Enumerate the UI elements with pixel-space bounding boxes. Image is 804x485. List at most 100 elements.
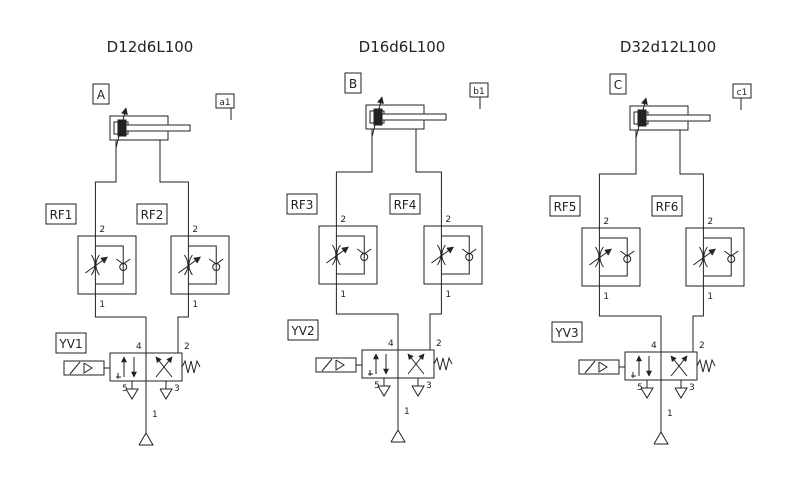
circuit-title: D32d12L100 (620, 38, 716, 56)
port-5: 5 (122, 384, 128, 394)
cushion-adjust-head (641, 97, 648, 105)
port-5: 5 (374, 381, 380, 391)
port-bottom: 1 (192, 300, 198, 310)
solenoid-arrow (335, 359, 345, 371)
solenoid-coil (321, 358, 333, 372)
valve-flow-1-head (636, 355, 642, 362)
sensor-label-box (215, 93, 235, 109)
sensor-label: a1 (219, 98, 230, 108)
valve-cross-2-head (670, 355, 677, 363)
flow-valve-1-label: RF1 (50, 208, 73, 222)
valve-cross-1-head (166, 356, 173, 364)
supply-source (138, 432, 154, 446)
port-1: 1 (152, 410, 158, 420)
check-seat (723, 250, 739, 257)
flow-valve-2-label: RF2 (141, 208, 164, 222)
line-cyl-to-fv1 (94, 140, 117, 236)
cylinder (365, 96, 447, 138)
flow-valve-2-label-box (651, 195, 683, 217)
port-bottom: 1 (603, 292, 609, 302)
port-4: 4 (651, 341, 657, 351)
port-top: 2 (603, 217, 609, 227)
throttle-arc-left (183, 254, 189, 276)
line-fv1-to-valve (335, 284, 399, 350)
valve-label: YV1 (58, 337, 82, 351)
throttle-arc-left (594, 246, 600, 268)
adjust-arrow-head (193, 256, 201, 264)
piston-rod (645, 114, 711, 122)
valve-cross-2-head (155, 356, 162, 364)
flow-valve-1-label-box (45, 203, 77, 225)
circuit-title: D16d6L100 (359, 38, 446, 56)
cylinder-label-box (92, 83, 110, 105)
valve-flow-1-head (373, 353, 379, 360)
flow-valve-1-label-box (286, 193, 318, 215)
return-spring (696, 358, 716, 373)
line-fv2-to-valve (429, 284, 442, 350)
bypass-line (188, 245, 217, 285)
return-spring (181, 359, 201, 374)
line-cyl-to-fv2 (679, 130, 704, 228)
port-top: 2 (99, 225, 105, 235)
cylinder-label: C (614, 78, 622, 92)
cushion-adjust (115, 107, 127, 149)
flow-valve-1-label: RF5 (554, 200, 577, 214)
valve-flow-2-head (131, 371, 137, 378)
bypass-line (95, 245, 124, 285)
flow-valve-1-label: RF3 (291, 198, 314, 212)
cylinder (629, 97, 711, 139)
line-fv1-to-valve (94, 294, 147, 353)
flow-valve-body (77, 235, 137, 295)
port-bottom: 1 (340, 290, 346, 300)
supply-source (390, 429, 406, 443)
cushion-adjust-head (377, 96, 384, 104)
adjust-arrow-head (100, 256, 108, 264)
port-top: 2 (445, 215, 451, 225)
piston-rod (381, 113, 447, 121)
flow-valve-body (423, 225, 483, 285)
flow-valve-body (170, 235, 230, 295)
exhaust-3-symbol (159, 388, 173, 400)
exhaust-3-symbol (674, 387, 688, 399)
flow-valve-1: 21 (77, 225, 137, 310)
exhaust-5-symbol (377, 385, 391, 397)
line-fv2-to-valve (177, 294, 189, 353)
exhaust-5-symbol (125, 388, 139, 400)
valve-label: YV2 (290, 324, 314, 338)
valve-cross-2-head (407, 353, 414, 361)
port-4: 4 (136, 342, 142, 352)
port-1: 1 (404, 407, 410, 417)
flow-valve-body (318, 225, 378, 285)
line-fv1-to-valve (598, 286, 662, 352)
bypass-line (703, 237, 732, 277)
valve-label: YV3 (554, 326, 578, 340)
port-bottom: 1 (99, 300, 105, 310)
port-bottom: 1 (445, 290, 451, 300)
valve-label-box (55, 332, 87, 354)
line-cyl-to-fv1 (598, 130, 637, 228)
adjust-arrow-head (708, 248, 716, 256)
flow-valve-2-label-box (136, 203, 168, 225)
port-bottom: 1 (707, 292, 713, 302)
adjust-arrow-head (446, 246, 454, 254)
valve-cross-1-head (418, 353, 425, 361)
sensor-label-box (732, 83, 752, 99)
sensor-label-box (469, 82, 489, 98)
port-2: 2 (436, 339, 442, 349)
port-3: 3 (689, 383, 695, 393)
cylinder-label-box (609, 73, 627, 95)
piston-rod (125, 124, 191, 132)
line-cyl-to-fv2 (415, 129, 442, 226)
throttle-arc-left (331, 244, 337, 266)
port-1: 1 (667, 409, 673, 419)
valve-flow-2-head (646, 370, 652, 377)
return-spring (433, 356, 453, 371)
sensor-label: b1 (473, 87, 484, 97)
throttle-arc-left (436, 244, 442, 266)
